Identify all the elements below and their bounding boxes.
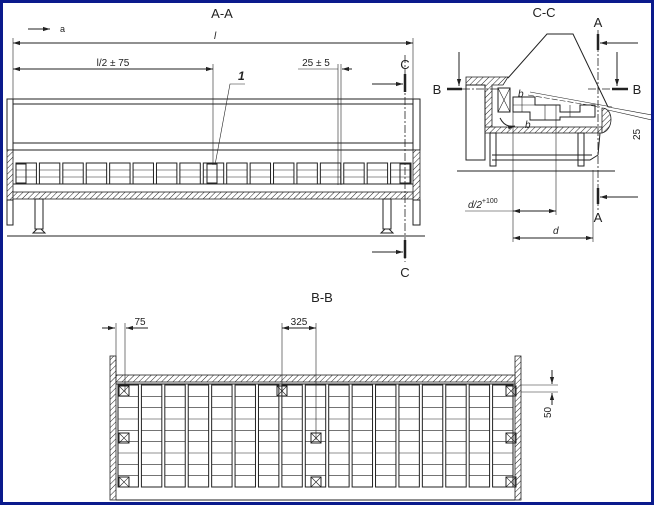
section-cc-view: C-C b b 25 d/2+100 d A A B B — [433, 5, 651, 242]
test-package-marker-icon — [310, 476, 322, 488]
test-package-marker-icon — [118, 432, 130, 444]
aa-package-column — [38, 162, 61, 185]
bb-package-column — [468, 384, 491, 488]
bb-package-column — [375, 384, 397, 488]
bb-package-column — [164, 384, 186, 488]
half-length-label: l/2 ± 75 — [97, 58, 130, 69]
bb-package-column — [398, 384, 420, 488]
test-package-marker-icon — [505, 385, 517, 397]
section-b-label-right: B — [633, 82, 642, 97]
bb-package-column — [281, 384, 303, 488]
aa-package-column — [109, 162, 131, 185]
test-package-marker-icon — [206, 163, 218, 184]
offset-label: 25 ± 5 — [302, 58, 330, 69]
height-offset-label: 50 — [543, 406, 554, 418]
bb-package-column — [234, 384, 256, 488]
bb-rear-strip — [115, 374, 516, 383]
flow-label-bottom: b — [525, 120, 531, 131]
aa-package-column — [62, 162, 84, 185]
cabinet-canopy — [6, 98, 421, 151]
bb-package-column — [140, 384, 163, 488]
half-depth-label: d/2+100 — [468, 198, 498, 211]
bb-package-column — [351, 384, 374, 488]
spacing-label: 325 — [291, 317, 308, 328]
aa-package-column — [249, 162, 272, 185]
bb-package-column — [257, 384, 280, 488]
aa-package-column — [343, 162, 365, 185]
aa-package-column — [132, 162, 154, 185]
depth-label: d — [553, 226, 559, 237]
aa-package-column — [273, 162, 295, 185]
section-aa-view: A-A a l l/2 ± 75 25 ± 5 1 C C — [6, 6, 425, 280]
section-aa-title: A-A — [211, 6, 233, 21]
aa-package-column — [296, 162, 318, 185]
section-bb-title: B-B — [311, 290, 333, 305]
cc-package-stack — [512, 96, 596, 121]
aa-package-column — [85, 162, 108, 185]
section-b-label-left: B — [433, 82, 442, 97]
aa-package-column — [319, 162, 342, 185]
section-a-label-top: A — [594, 15, 603, 30]
test-package-marker-icon — [118, 476, 130, 488]
bb-right-wall — [514, 355, 522, 501]
item-leader-line — [214, 83, 245, 166]
bb-package-column — [187, 384, 210, 488]
slope-offset-label: 25 — [632, 128, 643, 140]
cc-evaporator-box — [497, 87, 511, 113]
cc-bottom-shelf — [484, 126, 603, 134]
section-a-label-bottom: A — [594, 210, 603, 225]
aa-bottom-shelf — [12, 191, 414, 200]
bb-package-column — [445, 384, 467, 488]
aa-package-column — [366, 162, 389, 185]
aa-package-grid — [15, 162, 412, 185]
length-label: l — [214, 31, 217, 42]
bb-left-wall — [109, 355, 117, 501]
test-package-marker-icon — [118, 385, 130, 397]
aa-package-column — [179, 162, 201, 185]
section-c-label-top: C — [400, 57, 409, 72]
bb-package-column — [328, 384, 350, 488]
section-cc-title: C-C — [532, 5, 555, 20]
section-bb-view: B-B 75 325 50 — [102, 290, 558, 501]
test-package-marker-icon — [15, 163, 27, 184]
right-side-wall — [412, 149, 421, 201]
cc-front-nose — [601, 107, 612, 134]
bb-package-column — [211, 384, 233, 488]
left-side-wall — [6, 149, 14, 201]
bb-package-column — [421, 384, 444, 488]
bb-package-column — [492, 384, 514, 488]
bb-package-column — [117, 384, 139, 488]
right-leg — [382, 198, 392, 230]
direction-label: a — [60, 24, 65, 34]
flow-label-top: b — [518, 89, 524, 100]
aa-package-column — [155, 162, 178, 185]
left-leg — [34, 198, 44, 230]
aa-package-column — [390, 162, 412, 185]
aa-package-column — [202, 162, 225, 185]
item-number-label: 1 — [238, 69, 245, 83]
edge-offset-label: 75 — [134, 317, 146, 328]
test-package-marker-icon — [505, 432, 517, 444]
bb-package-grid — [117, 384, 517, 488]
bb-package-column — [304, 384, 327, 488]
cc-canopy-outline — [507, 33, 609, 108]
section-c-label-bottom: C — [400, 265, 409, 280]
test-package-marker-icon — [505, 476, 517, 488]
aa-package-column — [226, 162, 248, 185]
